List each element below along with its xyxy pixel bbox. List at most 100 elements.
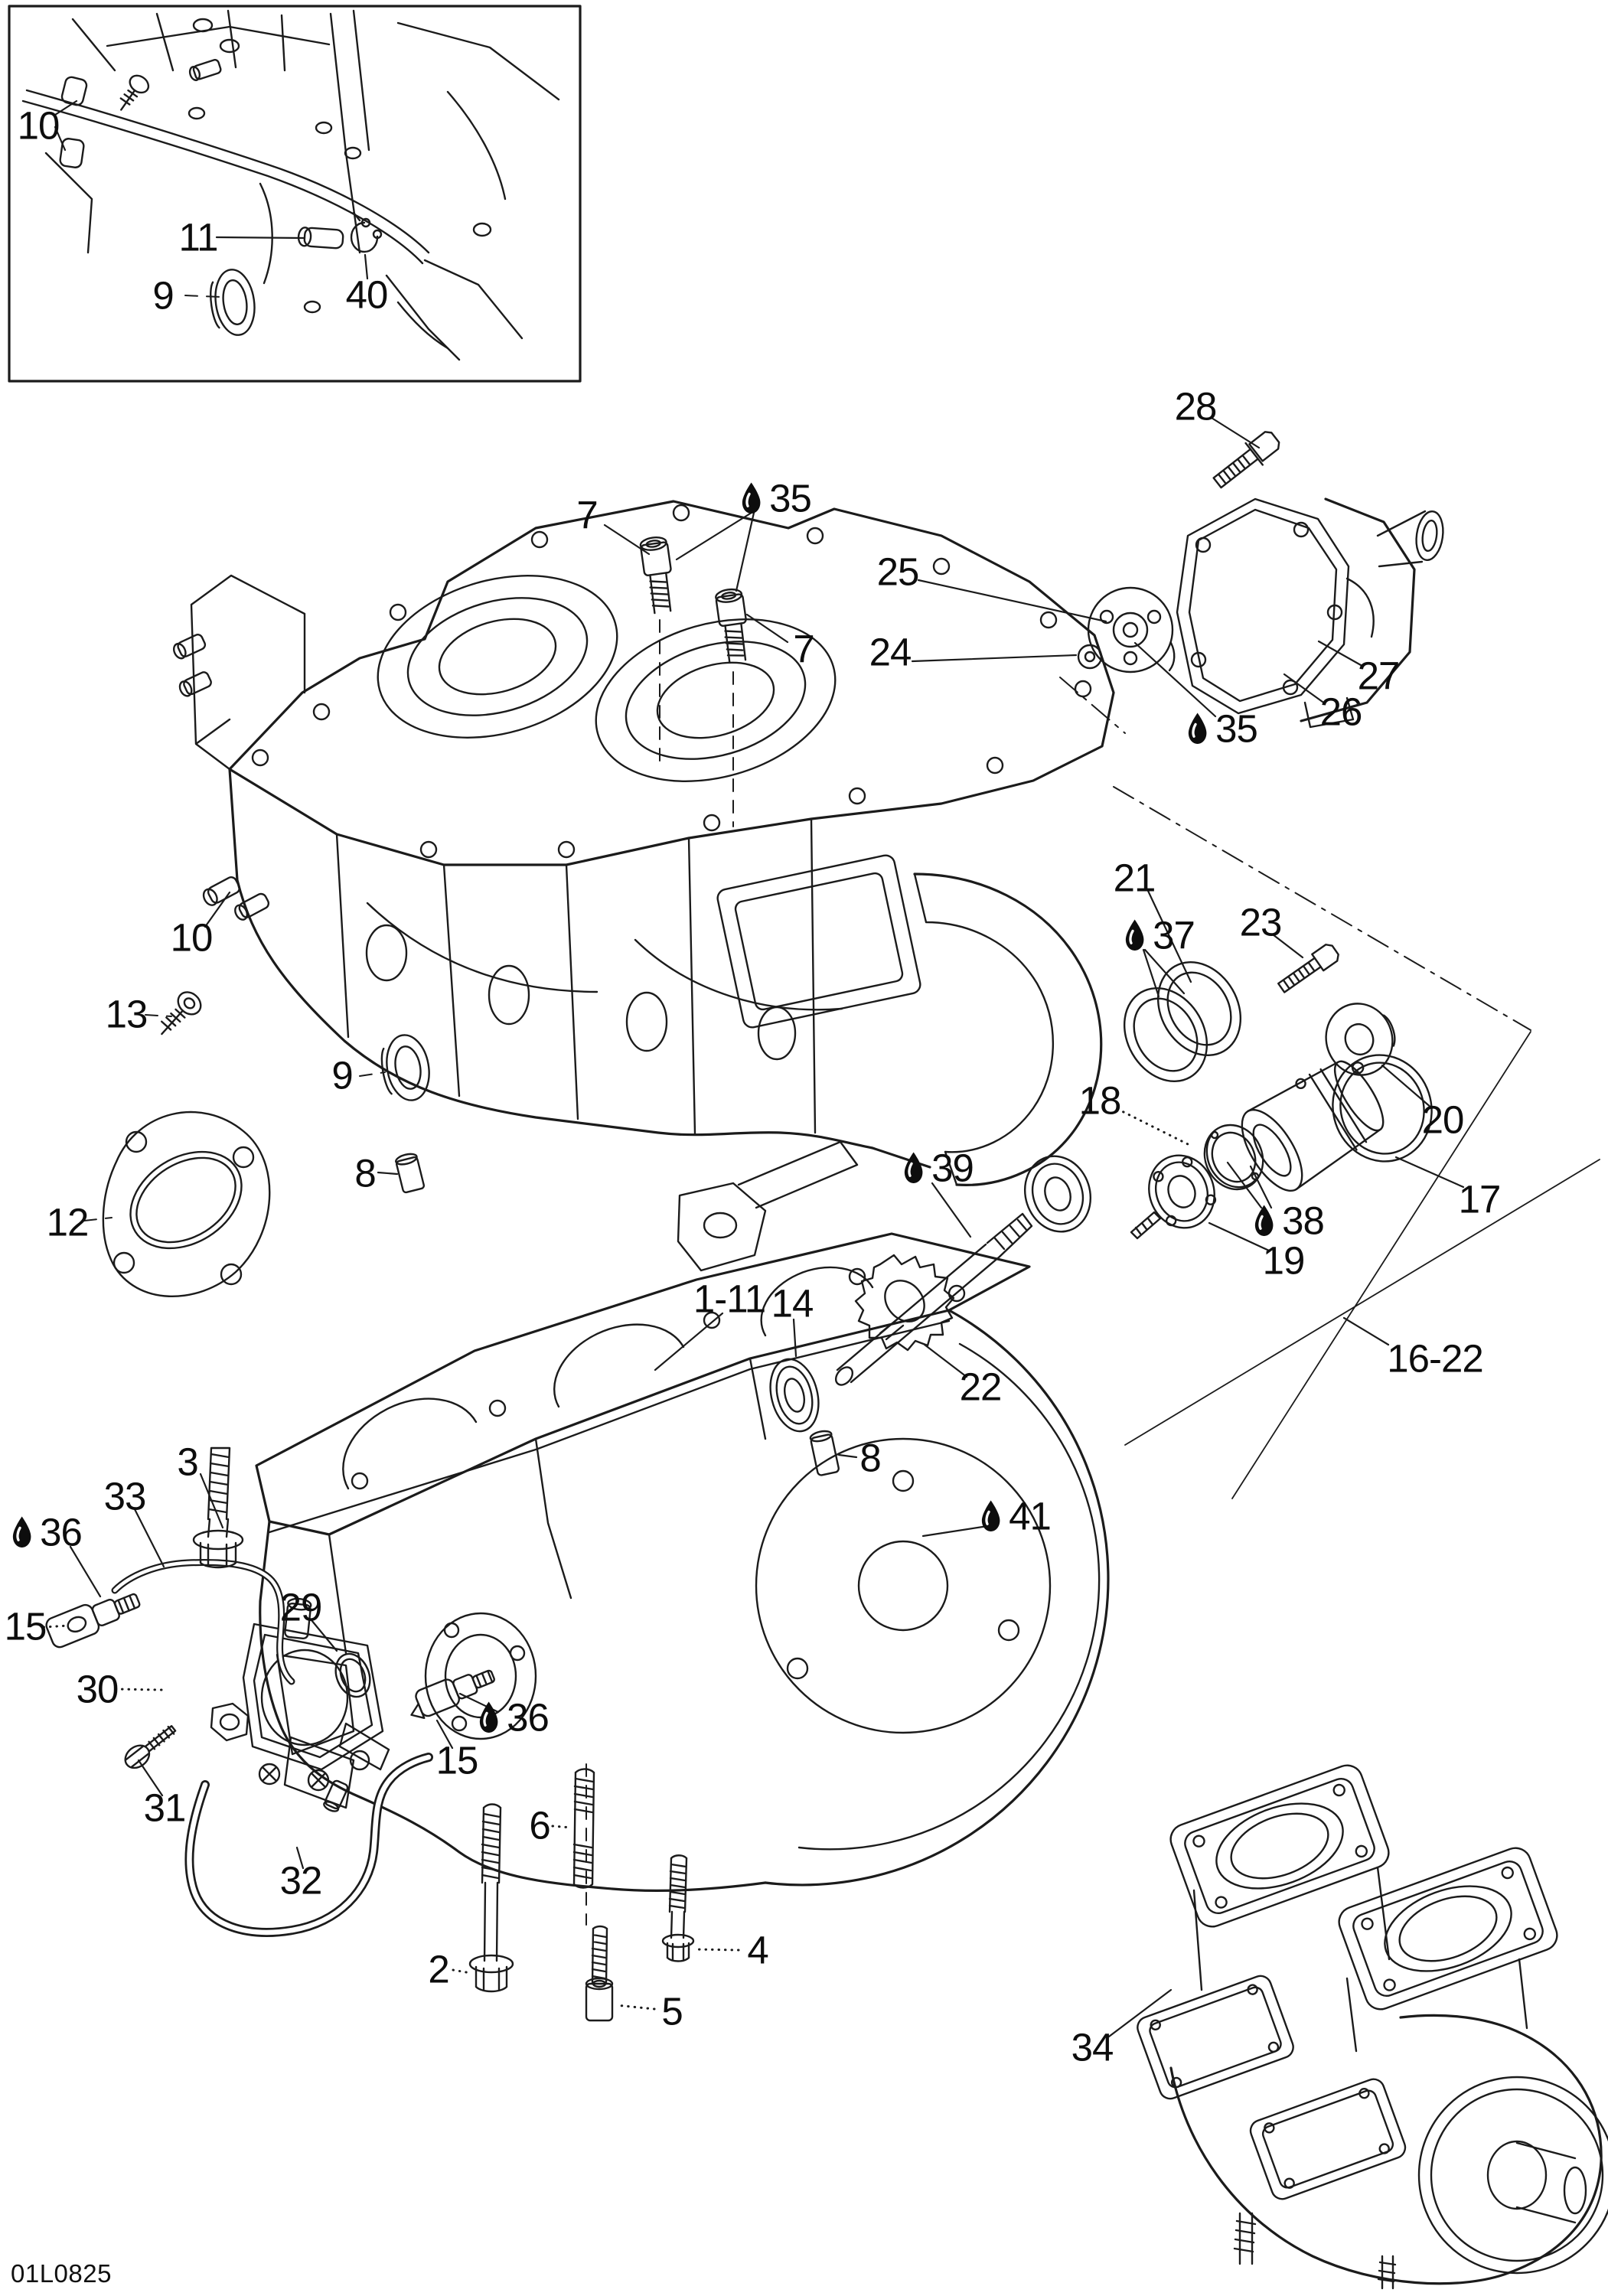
part-seal-18 [1203,1124,1264,1191]
part-callout-28: 28 [1175,387,1218,426]
part-number-label: 41 [1009,1494,1052,1538]
part-callout-39-oil: 39 [902,1149,974,1188]
part-dowel-pin-8a [395,1153,426,1194]
rotary-valve-assembly [769,944,1433,1476]
part-number-label: 4 [747,1928,768,1972]
crankcase-window [716,854,921,1029]
part-bearing-small [1023,1155,1092,1233]
part-callout-4: 4 [747,1931,768,1970]
part-number-label: 27 [1357,654,1401,698]
part-bolt-31 [124,1725,177,1769]
part-callout-20: 20 [1421,1097,1465,1142]
part-number-label: 20 [1421,1097,1465,1142]
oil-drop-icon [904,1152,923,1183]
part-bearing-14 [769,1358,820,1433]
construction-lines [585,619,1600,1926]
part-callout-10: 10 [170,915,214,960]
drawing-code: 01L0825 [11,2259,112,2288]
inset-detail-box [8,5,582,383]
part-number-label: 10 [17,103,60,148]
part-bolt-4 [661,1854,695,1962]
part-check-valve-15a [45,1593,141,1649]
part-number-label: 8 [859,1436,881,1480]
part-callout-9: 9 [331,1056,353,1095]
group-bracket-lines [1124,1031,1600,1499]
cylinder-bore-front [377,575,618,739]
part-check-valve-15b [410,1669,495,1719]
part-callout-15: 15 [5,1607,47,1646]
part-number-label: 2 [428,1947,449,1991]
part-seal-ring-37a [1123,987,1208,1083]
part-number-label: 17 [1458,1177,1502,1221]
oil-drop-icon [742,482,761,514]
part-bolt-3 [192,1446,244,1569]
part-number-label: 15 [435,1738,479,1782]
part-number-label: 35 [769,476,812,520]
part-gasket-12 [102,1110,271,1298]
part-callout-18: 18 [1079,1081,1122,1120]
part-callout-24: 24 [869,633,912,672]
upper-crankcase-half [102,500,1115,1298]
part-number-label: 36 [40,1510,83,1554]
part-number-label: 31 [143,1786,187,1830]
water-pump-assembly [1077,431,1444,729]
part-callout-14: 14 [771,1284,814,1323]
part-number-label: 36 [507,1695,550,1740]
part-number-label: 9 [152,273,174,318]
part-oil-pump-30 [210,1597,390,1812]
oil-injection-pump [45,1559,495,1937]
part-callout-6: 6 [529,1806,550,1845]
part-screw-7b [715,588,747,664]
part-callout-36-oil: 36 [10,1510,83,1554]
leader-lines [42,99,1465,2038]
part-number-label: 1-11 [693,1277,766,1321]
part-callout-35-oil: 35 [739,476,812,520]
part-number-label: 12 [46,1200,90,1244]
part-callout-34: 34 [1071,2028,1114,2067]
part-hose-32 [184,1753,433,1937]
part-callout-38-oil: 38 [1252,1202,1325,1241]
part-callout-11: 11 [178,215,219,259]
part-number-label: 30 [76,1667,119,1711]
leader-lines-dotted [42,1107,1192,2011]
part-stud-6 [572,1768,595,1889]
part-number-label: 23 [1239,900,1283,944]
part-callout-21: 21 [1114,859,1156,898]
part-number-label: 33 [103,1474,147,1518]
part-callout-10: 10 [18,106,60,145]
part-number-label: 13 [105,992,148,1036]
part-number-label: 16-22 [1387,1336,1483,1381]
part-callout-29: 29 [279,1585,323,1629]
inset-crankcase-corner-drawing [21,9,560,361]
part-nipple-10b [234,892,270,921]
part-number-label: 11 [178,215,219,259]
part-number-label: 3 [177,1440,198,1484]
part-washer-24 [1077,644,1103,670]
inset-stud [188,59,222,81]
part-callout-2: 2 [428,1947,449,1991]
part-pin-11 [297,227,344,249]
oil-drop-icon [1254,1205,1274,1236]
part-number-label: 24 [869,630,912,674]
part-number-label: 7 [793,627,814,671]
crankcase-fasteners [192,1446,695,2022]
part-impeller-cover-25 [1087,586,1176,673]
part-number-label: 37 [1153,913,1195,957]
oil-drop-icon [981,1500,1000,1531]
part-shaft-thread-tip [1130,1211,1162,1240]
shaft-axis-lines [1059,677,1531,1031]
part-o-ring-29 [334,1652,371,1698]
part-callout-8: 8 [859,1436,881,1480]
part-callout-3: 3 [177,1440,198,1484]
part-callout-27: 27 [1357,654,1401,698]
part-number-label: 10 [170,915,214,960]
part-callout-19: 19 [1263,1241,1306,1280]
part-number-label: 22 [959,1365,1003,1409]
part-callout-1-11: 1-11 [693,1277,766,1321]
part-number-label: 29 [279,1585,323,1629]
part-callout-25: 25 [877,553,920,592]
part-number-label: 15 [4,1604,47,1649]
oil-drop-icon [479,1701,498,1733]
part-clip-40 [350,211,383,253]
part-callout-7: 7 [793,630,814,669]
